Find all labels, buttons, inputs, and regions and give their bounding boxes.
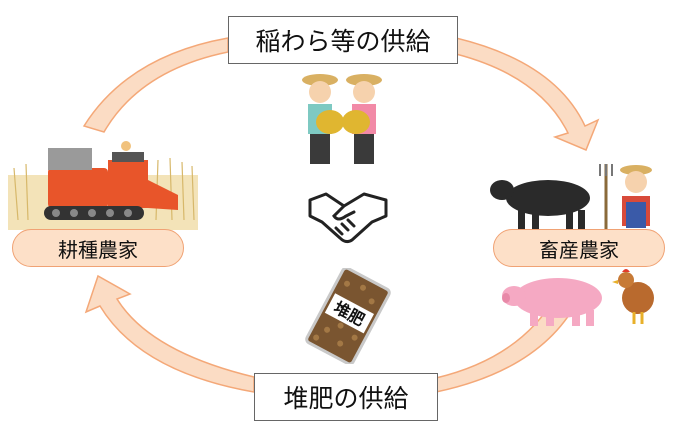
crop-farmer-label: 耕種農家: [12, 229, 184, 267]
handshake-icon: [308, 192, 388, 244]
top-left-arc: [82, 37, 229, 133]
rice-straw-supply-label: 稲わら等の供給: [228, 16, 458, 64]
bottom-left-arrow: [84, 274, 255, 393]
compost-bag-illustration: 堆肥: [305, 268, 391, 364]
farmer-couple-illustration: [302, 74, 382, 164]
harvester-illustration: [8, 141, 198, 230]
compost-supply-label: 堆肥の供給: [254, 373, 438, 421]
farmer-with-pitchfork-illustration: [599, 164, 652, 230]
livestock-farmer-label: 畜産農家: [493, 229, 665, 267]
top-right-arrow: [455, 37, 600, 151]
chicken-illustration: [612, 269, 654, 324]
pig-illustration: [502, 278, 602, 326]
cow-illustration: [490, 180, 590, 230]
